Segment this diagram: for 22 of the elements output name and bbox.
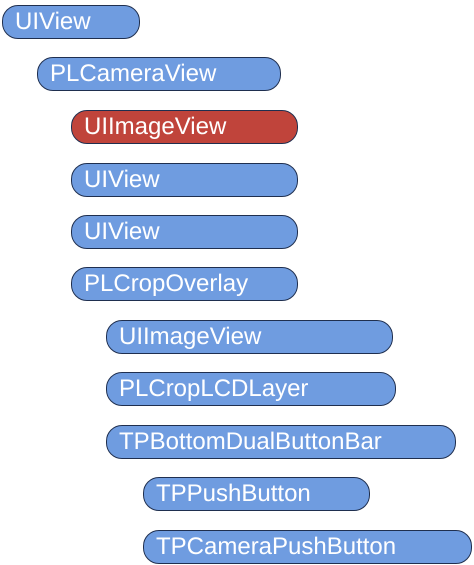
class-name: UIImageView (84, 115, 226, 139)
class-box (71, 267, 298, 301)
class-name: TPPushButton (156, 482, 311, 506)
class-box (106, 372, 396, 406)
class-name: PLCropOverlay (84, 272, 248, 296)
class-name: UIView (15, 10, 91, 34)
class-name: TPBottomDualButtonBar (119, 430, 382, 454)
class-name: PLCropLCDLayer (119, 377, 308, 401)
class-name: UIImageView (119, 325, 262, 349)
class-box (2, 5, 140, 39)
class-name: UIView (84, 220, 160, 244)
class-box (37, 57, 281, 91)
class-box (143, 530, 472, 564)
class-box (71, 110, 298, 144)
class-name: TPCameraPushButton (156, 535, 396, 559)
class-box (71, 215, 298, 249)
class-box (106, 425, 456, 459)
class-box (71, 163, 298, 197)
class-box (106, 320, 393, 354)
class-box (143, 477, 370, 511)
class-name: PLCameraView (50, 62, 216, 86)
class-name: UIView (84, 168, 160, 192)
